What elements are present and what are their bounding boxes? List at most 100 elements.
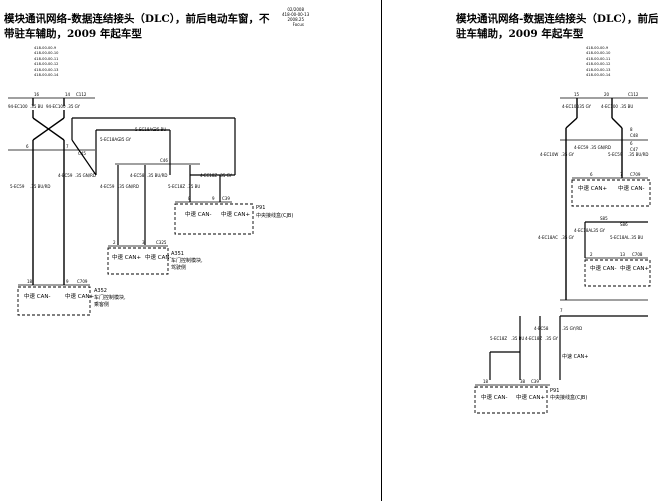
pin-label: 8 <box>630 127 633 132</box>
pin-label: 7 <box>66 144 69 149</box>
ref-code: 418-00-00-10 <box>34 51 59 56</box>
pin-label: 18 <box>483 379 489 384</box>
p91-module-box <box>474 386 548 414</box>
ref-code: 418-00-00-11 <box>586 56 611 61</box>
wire-code: 4-EC18Z <box>200 173 217 178</box>
module-name: 中央接线盒(CJB) <box>256 212 293 219</box>
wire <box>71 139 97 176</box>
wire-code: 94-EC100 <box>46 104 66 109</box>
wire-color: .35 BU <box>30 104 43 109</box>
connector-label: C39 <box>222 196 230 201</box>
wire-color: .35 GY <box>545 336 559 341</box>
can-label: 中速 CAN+ <box>112 253 141 261</box>
wire-color: .35 BU <box>511 336 524 341</box>
ref-code: 418-00-00-13 <box>34 67 59 72</box>
ref-code: 418-00-00-14 <box>34 73 59 78</box>
pin-label: 9 <box>212 196 215 201</box>
can-label: 中速 CAN+ <box>620 264 649 272</box>
pin-label: 14 <box>65 92 71 97</box>
connector-label: C112 <box>76 92 87 97</box>
pin-label: 9 <box>66 279 69 284</box>
can-label: 中速 CAN- <box>618 184 644 192</box>
can-label: 中速 CAN- <box>24 292 50 300</box>
right-title-line2: 驻车辅助，2009 年起车型 <box>456 28 584 40</box>
module-name: 中央接线盒(CJB) <box>550 394 587 401</box>
pin-label: 6 <box>26 144 29 149</box>
a352-module-box <box>17 286 91 316</box>
connector-label: C709 <box>630 172 641 177</box>
pin-label: 6 <box>590 172 593 177</box>
header-model: Focus <box>292 22 304 27</box>
wire-color: .35 BU <box>620 104 633 109</box>
pin-label: 13 <box>620 252 626 257</box>
wire-color: .35 GY <box>219 173 233 178</box>
wire-color: .35 GY <box>578 104 592 109</box>
module-code: P91 <box>256 205 265 211</box>
wire-color: .35 GY <box>561 235 575 240</box>
pin-label: 15 <box>574 92 580 97</box>
p91-module-box <box>174 203 254 235</box>
module-name: 乘客侧 <box>94 301 109 308</box>
wire-color: .35 BU/RD <box>147 173 168 178</box>
can-low-label: 中速 CAN+ <box>221 210 250 218</box>
ref-code: 418-00-00-10 <box>586 51 611 56</box>
connector-label: C45 <box>78 151 86 156</box>
ref-code: 418-00-00-13 <box>586 67 611 72</box>
wire-code: 5-EC18Z <box>168 184 185 189</box>
connector-label: C708 <box>632 252 643 257</box>
pin-label: 3 <box>142 240 145 245</box>
wire-code: 94-EC100 <box>8 104 28 109</box>
module-code: A351 <box>171 251 184 257</box>
header-version: 2008.25 <box>287 17 304 22</box>
header-date: 02/2008 <box>287 7 304 12</box>
ref-code: 418-00-00-11 <box>34 56 59 61</box>
ref-code: 418-00-00-12 <box>586 62 611 67</box>
can-label: 中速 CAN- <box>590 264 616 272</box>
wire-color: .35 BU/RD <box>30 184 51 189</box>
ref-code: 418-00-00-12 <box>34 62 59 67</box>
left-title-line1: 模块通讯网络-数据连结接头（DLC），前后电动车窗，不 <box>4 13 270 25</box>
can-label: 中速 CAN+ <box>562 353 588 360</box>
wire-code: 5-EC18Z <box>490 336 507 341</box>
left-title-line2: 带驻车辅助，2009 年起车型 <box>4 28 142 40</box>
wire-code: 5-EC59 <box>10 184 25 189</box>
wire <box>565 117 578 129</box>
pin-label: 18 <box>27 279 33 284</box>
module-name: 车门控制模块, <box>171 257 203 264</box>
pin-label: 16 <box>34 92 40 97</box>
right-page-title: 模块通讯网络-数据连结接头（DLC），前后 驻车辅助，2009 年起车型 <box>456 12 658 42</box>
wire-color: .35 GN/RD <box>590 145 611 150</box>
left-ref-codes: 418-00-00-9 418-00-00-10 418-00-00-11 41… <box>34 46 58 78</box>
pin-label: 2 <box>113 240 116 245</box>
wire-color: .35 GY/RD <box>562 326 582 331</box>
module-code: P91 <box>550 388 559 394</box>
connector-label: C325 <box>156 240 167 245</box>
header-ref: 418-00-00-13 <box>282 12 310 17</box>
pin-label: 7 <box>560 308 563 313</box>
wire <box>611 117 623 129</box>
wire-color: .35 GN/RD <box>118 184 139 189</box>
module-name: 车门控制模块, <box>94 294 126 301</box>
wire-color: .35 GY <box>561 152 575 157</box>
splice-label: S86 <box>620 222 628 227</box>
connector-label: C112 <box>628 92 639 97</box>
pin-label: 6 <box>630 141 633 146</box>
connector-label: C709 <box>77 279 88 284</box>
wire-code: 4-EC18AC <box>538 235 558 240</box>
wire-code: 4-EC58 <box>534 326 549 331</box>
wire-code: 4-EC100 <box>601 104 618 109</box>
pin-label: 20 <box>604 92 610 97</box>
wire-code: 4-EC59 <box>574 145 589 150</box>
can-label: 中速 CAN- <box>145 253 171 261</box>
wire-code: 4-EC59 <box>100 184 115 189</box>
pin-label: 2 <box>590 252 593 257</box>
can-label: 中速 CAN+ <box>578 184 607 192</box>
upper-module-box <box>571 179 651 207</box>
lower-module-box <box>584 259 651 287</box>
right-ref-codes: 418-00-00-9 418-00-00-10 418-00-00-11 41… <box>586 46 610 78</box>
ref-code: 418-00-00-9 <box>586 46 609 50</box>
module-code: A352 <box>94 288 107 294</box>
splice-label: S85 <box>600 216 608 221</box>
wire-color: .35 BU <box>187 184 200 189</box>
